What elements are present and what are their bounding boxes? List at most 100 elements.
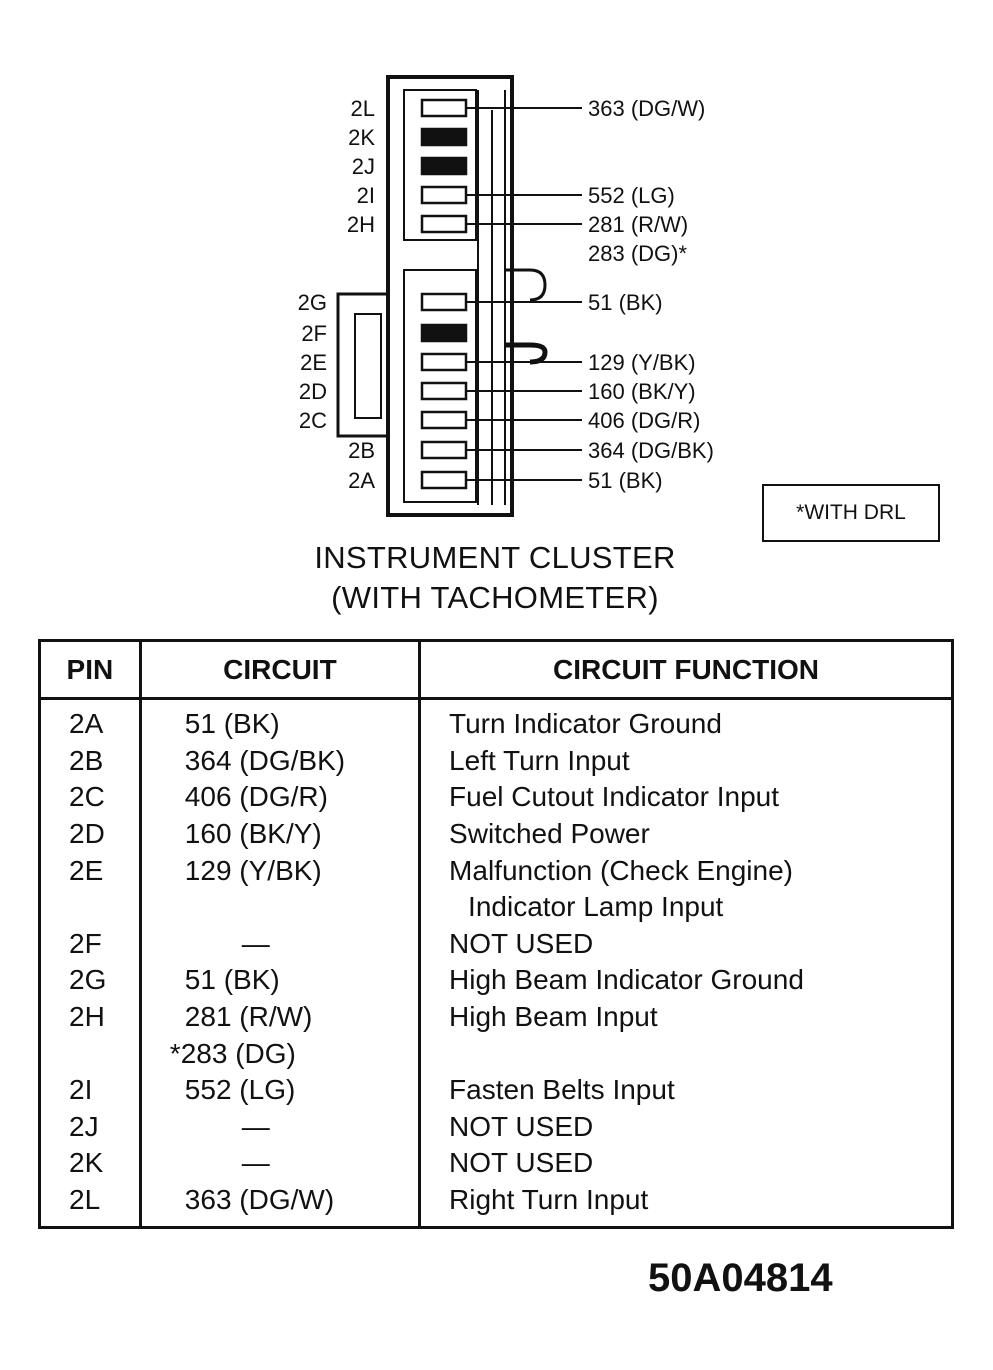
pin-label: 2J xyxy=(352,154,375,179)
circuit-cell: 51 (BK) xyxy=(138,698,422,743)
function-cell: NOT USED xyxy=(418,925,954,963)
upper-pin-block xyxy=(403,89,477,241)
wire-callout: 51 (BK) xyxy=(588,468,663,493)
function-cell: Left Turn Input xyxy=(418,742,954,780)
wire-callout-drl: 283 (DG)* xyxy=(588,241,687,266)
wire-callout: 552 (LG) xyxy=(588,183,675,208)
locking-tab-slot xyxy=(354,313,382,419)
pin-label: 2G xyxy=(298,290,327,315)
pin-label: 2L xyxy=(351,96,375,121)
table-row: Indicator Lamp Input xyxy=(38,888,954,926)
function-cell: Fuel Cutout Indicator Input xyxy=(418,779,954,816)
pin-cell xyxy=(38,888,142,926)
table-row: 2D 160 (BK/Y) Switched Power xyxy=(38,815,954,853)
pin-label: 2F xyxy=(301,321,327,346)
pin-label: 2B xyxy=(348,438,375,463)
pin-label: 2A xyxy=(348,468,375,493)
table-row: 2C 406 (DG/R) Fuel Cutout Indicator Inpu… xyxy=(38,779,954,816)
locking-tab xyxy=(336,292,390,438)
wire-callout: 364 (DG/BK) xyxy=(588,438,714,463)
circuit-cell: *283 (DG) xyxy=(138,1035,422,1072)
pin-label: 2I xyxy=(357,183,375,208)
wire-callout: 363 (DG/W) xyxy=(588,96,705,121)
pin-cell: 2G xyxy=(38,962,142,999)
pin-cavity xyxy=(420,352,468,372)
circuit-cell: 552 (LG) xyxy=(138,1071,422,1109)
header-circuit-function: CIRCUIT FUNCTION xyxy=(418,639,954,700)
pin-cell: 2D xyxy=(38,815,142,853)
function-cell: Right Turn Input xyxy=(418,1181,954,1228)
table-row: 2J — NOT USED xyxy=(38,1108,954,1146)
table-row: 2B 364 (DG/BK) Left Turn Input xyxy=(38,742,954,780)
pin-label: 2K xyxy=(348,125,375,150)
pin-cell: 2K xyxy=(38,1145,142,1182)
pin-label: 2E xyxy=(300,350,327,375)
connector-diagram: 2L 363 (DG/W) 2K 2J 2I 552 (LG) 2H 281 (R/W) 2G 5… xyxy=(298,75,714,517)
function-cell: NOT USED xyxy=(418,1108,954,1146)
function-cell: Fasten Belts Input xyxy=(418,1071,954,1109)
function-cell: Indicator Lamp Input xyxy=(418,888,954,926)
table-row: 2F — NOT USED xyxy=(38,925,954,963)
table-row: 2A 51 (BK) Turn Indicator Ground xyxy=(38,698,954,743)
figure-code: 50A04814 xyxy=(648,1256,833,1300)
pin-cell: 2C xyxy=(38,779,142,816)
pin-cell: 2A xyxy=(38,698,142,743)
wire-callout: 281 (R/W) xyxy=(588,212,688,237)
drl-note-box: *WITH DRL xyxy=(762,484,940,542)
circuit-cell: — xyxy=(138,925,422,963)
diagram-subtitle: (WITH TACHOMETER) xyxy=(331,580,659,615)
diagram-title: INSTRUMENT CLUSTER xyxy=(314,540,676,575)
function-cell: Turn Indicator Ground xyxy=(418,698,954,743)
pin-cavity xyxy=(420,440,468,460)
pin-cavity xyxy=(420,470,468,490)
function-cell: Malfunction (Check Engine) xyxy=(418,852,954,889)
table-row: *283 (DG) xyxy=(38,1035,954,1072)
wire-callout: 129 (Y/BK) xyxy=(588,350,696,375)
lower-pin-block xyxy=(403,269,477,503)
circuit-cell: 281 (R/W) xyxy=(138,998,422,1036)
table-row: 2I 552 (LG) Fasten Belts Input xyxy=(38,1071,954,1109)
pin-cell: 2E xyxy=(38,852,142,889)
pin-cavity xyxy=(420,410,468,430)
pin-label: 2H xyxy=(347,212,375,237)
pin-cavity-plugged xyxy=(420,127,468,147)
function-cell: NOT USED xyxy=(418,1145,954,1182)
circuit-cell: 364 (DG/BK) xyxy=(138,742,422,780)
header-pin: PIN xyxy=(38,639,142,700)
circuit-cell: — xyxy=(138,1108,422,1146)
wire-callout: 51 (BK) xyxy=(588,290,663,315)
pin-cell: 2F xyxy=(38,925,142,963)
circuit-cell: 406 (DG/R) xyxy=(138,779,422,816)
circuit-cell: 363 (DG/W) xyxy=(138,1181,422,1228)
pin-cavity xyxy=(420,185,468,205)
pin-cell: 2B xyxy=(38,742,142,780)
circuit-cell: — xyxy=(138,1145,422,1182)
pin-cavity xyxy=(420,292,468,312)
pin-cell xyxy=(38,1035,142,1072)
table-row: 2L 363 (DG/W) Right Turn Input xyxy=(38,1181,954,1228)
pin-cavity xyxy=(420,98,468,118)
pin-label: 2C xyxy=(299,408,327,433)
function-cell: Switched Power xyxy=(418,815,954,853)
pin-cavity xyxy=(420,381,468,401)
pin-cavity-plugged xyxy=(420,156,468,176)
pin-label: 2D xyxy=(299,379,327,404)
pin-cavity-plugged xyxy=(420,323,468,343)
circuit-cell: 51 (BK) xyxy=(138,962,422,999)
header-circuit: CIRCUIT xyxy=(138,639,422,700)
pin-cell: 2H xyxy=(38,998,142,1036)
function-cell: High Beam Input xyxy=(418,998,954,1036)
pin-cell: 2J xyxy=(38,1108,142,1146)
pin-cell: 2L xyxy=(38,1181,142,1228)
table-row: 2H 281 (R/W) High Beam Input xyxy=(38,998,954,1036)
table-row: 2K — NOT USED xyxy=(38,1145,954,1182)
function-cell xyxy=(418,1035,954,1072)
table-header-row: PIN CIRCUIT CIRCUIT FUNCTION xyxy=(38,639,954,700)
circuit-cell: 129 (Y/BK) xyxy=(138,852,422,889)
pin-cell: 2I xyxy=(38,1071,142,1109)
table-row: 2G 51 (BK) High Beam Indicator Ground xyxy=(38,962,954,999)
function-cell: High Beam Indicator Ground xyxy=(418,962,954,999)
pin-table: PIN CIRCUIT CIRCUIT FUNCTION 2A 51 (BK) … xyxy=(38,639,954,1230)
circuit-cell xyxy=(138,888,422,926)
circuit-cell: 160 (BK/Y) xyxy=(138,815,422,853)
